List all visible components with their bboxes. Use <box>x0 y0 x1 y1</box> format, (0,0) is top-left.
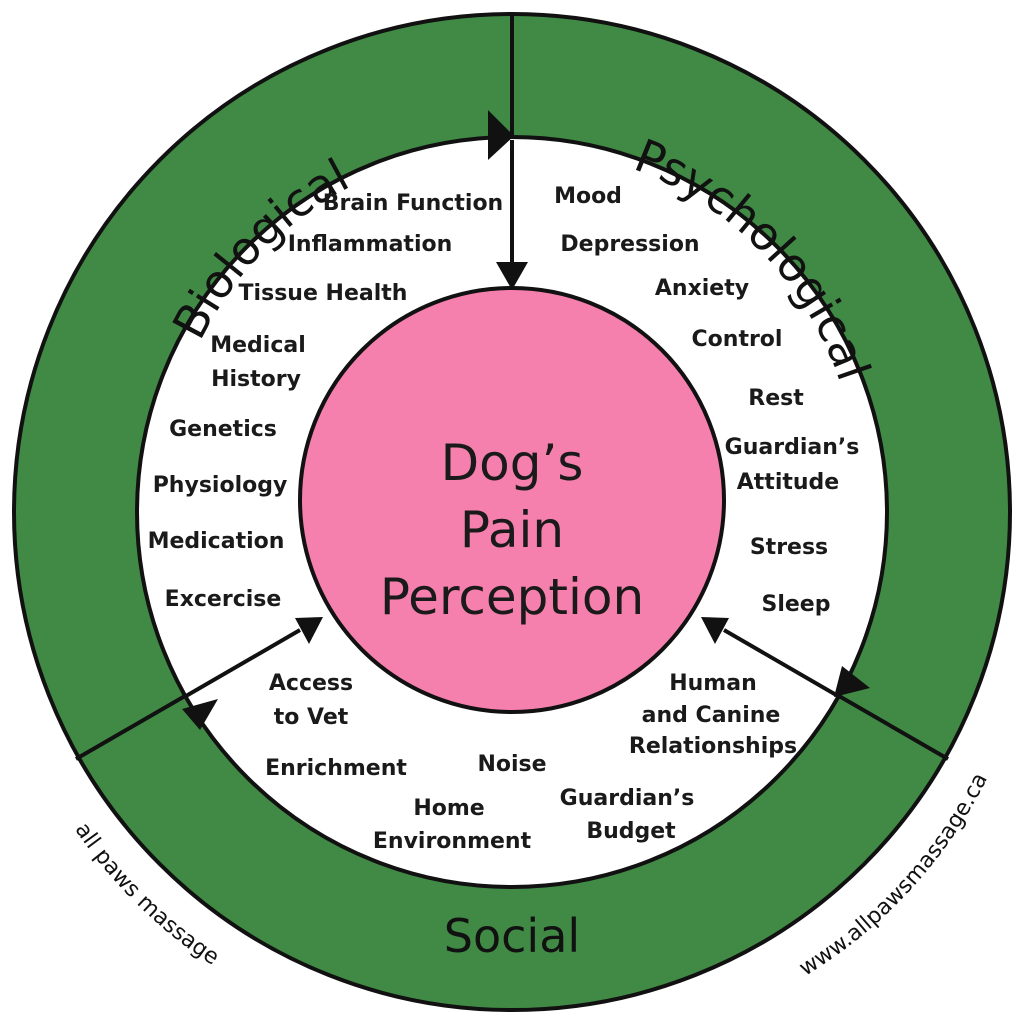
divider-right <box>837 694 950 761</box>
factor-medical-history-line1: Medical <box>210 333 306 358</box>
factor-tissue-health: Tissue Health <box>239 281 408 306</box>
biological-factors: Brain Function Inflammation Tissue Healt… <box>148 191 504 612</box>
arrow-ring-right <box>834 666 870 697</box>
factor-control: Control <box>692 327 783 352</box>
factor-guardians-budget-line1: Guardian’s <box>560 786 695 811</box>
arrow-right <box>701 617 840 698</box>
factor-access-to-vet-line2: to Vet <box>274 705 349 730</box>
factor-relationships-line2: and Canine <box>642 703 781 728</box>
divider-left <box>74 694 187 761</box>
factor-home-environment-line2: Environment <box>373 829 532 854</box>
factor-home-environment-line1: Home <box>413 796 484 821</box>
psychological-factors: Mood Depression Anxiety Control Rest Gua… <box>554 184 859 617</box>
center-label-line2: Pain <box>460 501 564 559</box>
center-label-line3: Perception <box>380 568 644 626</box>
factor-guardians-attitude-line1: Guardian’s <box>725 435 860 460</box>
factor-genetics: Genetics <box>169 417 277 442</box>
factor-guardians-budget-line2: Budget <box>586 819 676 844</box>
arrow-left <box>184 617 323 698</box>
factor-noise: Noise <box>477 752 546 777</box>
ring-label-social: Social <box>444 909 580 963</box>
arrow-ring-left <box>182 699 218 730</box>
factor-rest: Rest <box>748 386 804 411</box>
factor-relationships-line1: Human <box>669 671 757 696</box>
social-factors: Access to Vet Enrichment Noise Home Envi… <box>265 671 797 854</box>
factor-enrichment: Enrichment <box>265 756 407 781</box>
factor-physiology: Physiology <box>153 473 288 498</box>
arrow-ring-top <box>488 110 514 160</box>
center-label-line1: Dog’s <box>441 434 584 492</box>
factor-access-to-vet-line1: Access <box>269 671 353 696</box>
factor-sleep: Sleep <box>762 592 831 617</box>
center-circle <box>298 286 726 714</box>
factor-brain-function: Brain Function <box>323 191 503 216</box>
factor-stress: Stress <box>750 535 828 560</box>
factor-mood: Mood <box>554 184 622 209</box>
factor-excercise: Excercise <box>165 587 282 612</box>
factor-inflammation: Inflammation <box>288 232 453 257</box>
factor-guardians-attitude-line2: Attitude <box>737 470 839 495</box>
factor-depression: Depression <box>560 232 699 257</box>
arrow-top <box>496 140 528 290</box>
factor-anxiety: Anxiety <box>655 276 749 301</box>
factor-medication: Medication <box>148 529 285 554</box>
factor-relationships-line3: Relationships <box>629 734 797 759</box>
factor-medical-history-line2: History <box>211 367 301 392</box>
